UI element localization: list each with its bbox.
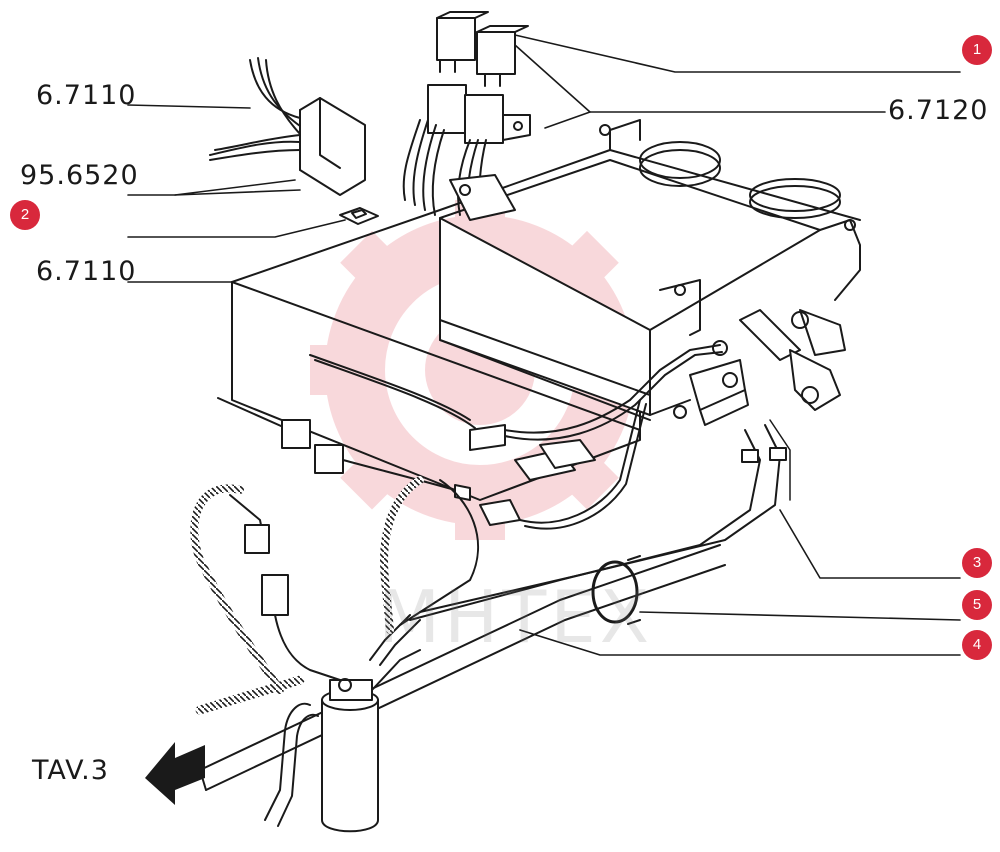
callout-badge-1[interactable]: 1 xyxy=(962,35,992,65)
expansion-valve xyxy=(673,309,846,426)
multi-pin-connector xyxy=(209,57,366,196)
clamp-ring xyxy=(591,555,641,625)
relay-wiring xyxy=(402,119,516,221)
watermark-text: MHTEX xyxy=(378,575,654,659)
part-code-label: 95.6520 xyxy=(20,160,139,191)
arrow-left-icon xyxy=(145,742,205,805)
callout-badge-5[interactable]: 5 xyxy=(962,590,992,620)
fuse-part xyxy=(339,207,379,225)
bent-pipe xyxy=(264,702,319,827)
wiring-harness xyxy=(217,344,723,530)
callout-badge-3[interactable]: 3 xyxy=(962,548,992,578)
callout-badge-2[interactable]: 2 xyxy=(10,200,40,230)
callout-badge-4[interactable]: 4 xyxy=(962,630,992,660)
leader-lines xyxy=(127,34,961,656)
relay-pair xyxy=(427,11,531,144)
part-code-label: 6.7120 xyxy=(888,95,989,126)
receiver-drier xyxy=(321,649,421,833)
heater-housing xyxy=(231,119,861,501)
refrigerant-hoses xyxy=(369,419,791,666)
coiled-cable xyxy=(190,476,479,715)
table-reference-label: TAV.3 xyxy=(32,755,109,786)
part-code-label: 6.7110 xyxy=(36,80,137,111)
part-code-label: 6.7110 xyxy=(36,256,137,287)
